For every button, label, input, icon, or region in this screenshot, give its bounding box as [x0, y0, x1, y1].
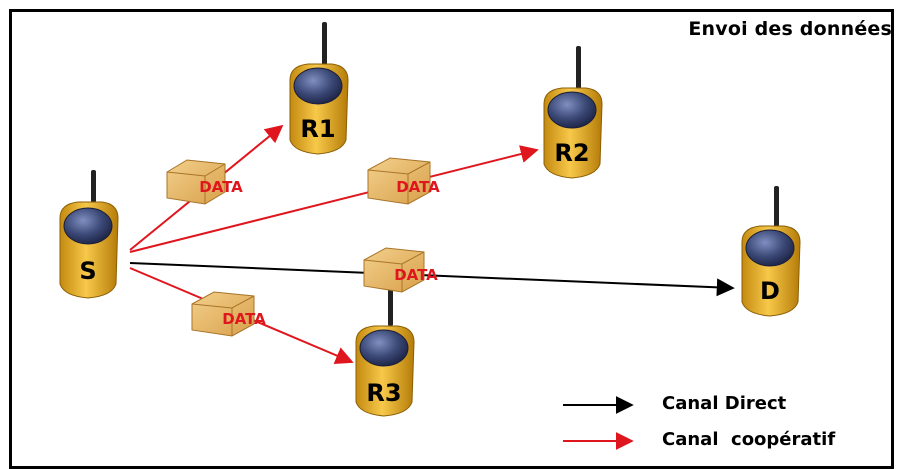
node-label: R1 — [300, 115, 335, 143]
node-r1: R1 — [289, 22, 349, 155]
legend-direct-label: Canal Direct — [662, 393, 787, 414]
diagram-canvas: S R1 R2 R3 — [9, 9, 894, 469]
data-label: DATA — [222, 310, 266, 328]
device-icon — [741, 186, 801, 317]
link-s-d — [129, 262, 735, 297]
box-icon — [191, 291, 255, 337]
packet-1: DATA — [166, 159, 243, 205]
device-icon — [355, 282, 415, 417]
link-s-r2 — [129, 145, 539, 253]
data-label: DATA — [394, 266, 438, 284]
node-d: D — [741, 186, 801, 317]
packet-2: DATA — [367, 157, 440, 205]
node-label: R2 — [554, 139, 589, 167]
packet-3: DATA — [363, 247, 438, 293]
device-icon — [59, 170, 119, 299]
node-label: S — [79, 257, 96, 285]
node-label: D — [760, 277, 780, 305]
box-icon — [367, 157, 431, 205]
node-s: S — [59, 170, 119, 299]
node-label: R3 — [366, 379, 401, 407]
data-label: DATA — [396, 178, 440, 196]
box-icon — [363, 247, 425, 293]
network-diagram: S R1 R2 R3 — [59, 22, 801, 450]
device-icon — [289, 22, 349, 155]
node-r3: R3 — [355, 282, 415, 417]
box-icon — [166, 159, 226, 205]
data-label: DATA — [199, 178, 243, 196]
node-r2: R2 — [543, 46, 603, 179]
packet-4: DATA — [191, 291, 266, 337]
diagram-title: Envoi des données — [688, 18, 892, 40]
legend-cooperative-label: Canal coopératif — [662, 429, 836, 450]
device-icon — [543, 46, 603, 179]
